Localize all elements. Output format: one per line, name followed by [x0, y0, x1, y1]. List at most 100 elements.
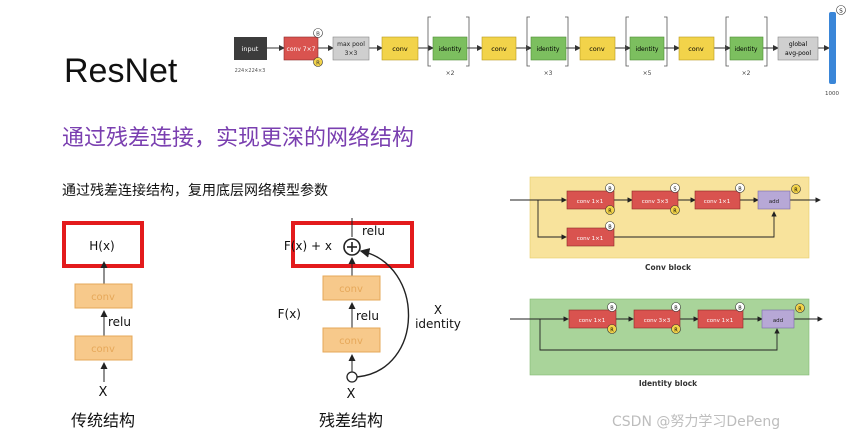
- conv-block-conv11-a: [566, 190, 615, 210]
- residual-conv-bottom-label: conv: [339, 336, 363, 347]
- traditional-conv-top-label: conv: [91, 292, 115, 303]
- pipeline-maxpool-l1: max pool: [337, 41, 365, 48]
- traditional-conv-bottom-label: conv: [91, 344, 115, 355]
- pipeline-repeat-2: ×3: [544, 70, 553, 77]
- description: 通过残差连接结构，复用底层网络模型参数: [62, 183, 328, 199]
- identity-block-conv33: [633, 309, 681, 329]
- conv-block-r-add: R: [794, 188, 798, 194]
- conv-block-b-shortcut: B: [608, 225, 612, 231]
- traditional-input: X: [99, 385, 108, 400]
- identity-block-b-2: B: [674, 306, 678, 312]
- pipeline-conv-1-label: conv: [392, 45, 408, 53]
- residual-caption: 残差结构: [319, 411, 383, 430]
- identity-block-add-label: add: [773, 318, 783, 324]
- conv-block-r-1: R: [608, 209, 612, 215]
- residual-conv-top-label: conv: [339, 284, 363, 295]
- pipeline-identity-2-label: identity: [537, 46, 560, 53]
- conv-block-shortcut-conv: [566, 227, 615, 247]
- residual-conv-top: [322, 275, 381, 301]
- pipeline-identity-2: [530, 36, 567, 61]
- traditional-relu: relu: [108, 315, 131, 329]
- conv-block-shortcut-label: conv 1×1: [577, 236, 604, 242]
- residual-input-node: [346, 371, 358, 383]
- pipeline-maxpool-l2: 3×3: [345, 50, 358, 57]
- pipeline-input-box: [234, 37, 267, 60]
- conv-block-conv11-b-label: conv 1×1: [704, 199, 731, 205]
- identity-block-badges: B R B R B R: [607, 302, 805, 334]
- pipeline-conv-4: [678, 36, 715, 61]
- identity-block-conv11-b: [697, 309, 744, 329]
- block-diagrams: conv 1×1 conv 3×3 conv 1×1 add conv 1×1 …: [510, 176, 823, 388]
- conv-block-conv11-b: [694, 190, 741, 210]
- identity-block-conv11-a-label: conv 1×1: [579, 318, 606, 324]
- residual-identity-label: identity: [415, 317, 461, 331]
- pipeline-conv77-label: conv 7×7: [287, 46, 316, 53]
- traditional-conv-top: [74, 283, 133, 309]
- pipeline-output-bar: [829, 12, 836, 84]
- residual-relu-mid: relu: [356, 309, 379, 323]
- conv-block-conv11-a-label: conv 1×1: [577, 199, 604, 205]
- pipeline-identity-1-label: identity: [439, 46, 462, 53]
- traditional-caption: 传统结构: [71, 411, 135, 430]
- pipeline-b-badge: [313, 28, 323, 38]
- residual-skip-connection: [356, 248, 410, 378]
- conv-block-add-label: add: [769, 199, 779, 205]
- identity-block-b-1: B: [610, 306, 614, 312]
- pipeline-bracket-3-left: [625, 16, 629, 67]
- residual-relu-top: relu: [362, 224, 385, 238]
- conv-block-b-1: B: [608, 187, 612, 193]
- structure-comparison: H(x) conv relu conv X 传统结构 relu F(x) + x…: [62, 218, 461, 430]
- pipeline-conv-2-label: conv: [491, 45, 507, 53]
- watermark: CSDN @努力学习DePeng: [612, 414, 781, 430]
- pipeline-identity-4-label: identity: [735, 46, 758, 53]
- pipeline-output-label: 1000: [825, 91, 839, 97]
- pipeline-r-label: R: [316, 61, 320, 67]
- pipeline-r-badge: [313, 57, 323, 67]
- residual-conv-bottom: [322, 327, 381, 353]
- pipeline-bracket-1-left: [427, 16, 431, 67]
- residual-input: X: [347, 387, 356, 402]
- residual-x-label: X: [434, 303, 442, 317]
- pipeline-identity-1: [432, 36, 468, 61]
- conv-block-conv33-label: conv 3×3: [642, 199, 669, 205]
- pipeline-repeat-4: ×2: [742, 70, 751, 77]
- pipeline-identity-4: [729, 36, 764, 61]
- conv-block-s-1: S: [673, 187, 676, 193]
- pipeline-repeat-3: ×5: [643, 70, 652, 77]
- pipeline-bracket-4-left: [725, 16, 729, 67]
- traditional-output: H(x): [89, 239, 115, 253]
- conv-block-caption: Conv block: [645, 263, 692, 272]
- identity-block-add: [761, 309, 795, 329]
- traditional-conv-bottom: [74, 335, 133, 361]
- identity-block-conv11-b-label: conv 1×1: [707, 318, 734, 324]
- pipeline-input-label: input: [242, 45, 259, 53]
- identity-block-caption: Identity block: [639, 379, 698, 388]
- identity-block-conv11-a: [568, 309, 617, 329]
- identity-block-r-add: R: [798, 307, 802, 313]
- residual-output: F(x) + x: [284, 239, 332, 253]
- pipeline-identity-3: [629, 36, 665, 61]
- identity-block-r-1: R: [610, 328, 614, 334]
- pipeline-s-badge: [836, 5, 846, 15]
- conv-block-badges: B R S R B R B: [605, 183, 801, 231]
- page-title: ResNet: [64, 52, 178, 90]
- pipeline-input-size: 224×224×3: [235, 68, 266, 74]
- pipeline-global-pool-box: [777, 36, 819, 61]
- pipeline-bracket-3-right: [664, 16, 668, 67]
- pipeline-conv-4-label: conv: [688, 45, 704, 53]
- pipeline-bracket-2-left: [526, 16, 530, 67]
- identity-block-r-2: R: [674, 328, 678, 334]
- pipeline-conv77-box: [283, 36, 319, 61]
- conv-block-b-3: B: [738, 187, 742, 193]
- identity-block-conv33-label: conv 3×3: [644, 318, 671, 324]
- residual-fx-label: F(x): [278, 307, 301, 321]
- conv-block-add: [757, 190, 791, 210]
- pipeline-bracket-4-right: [764, 16, 768, 67]
- conv-block-r-2: R: [673, 209, 677, 215]
- subtitle: 通过残差连接，实现更深的网络结构: [62, 126, 415, 151]
- pipeline-b-label: B: [316, 32, 320, 38]
- pipeline-identity-3-label: identity: [636, 46, 659, 53]
- conv-block-conv33: [631, 190, 679, 210]
- pipeline-s-label: S: [839, 9, 843, 15]
- pipeline-global-l1: global: [789, 41, 808, 48]
